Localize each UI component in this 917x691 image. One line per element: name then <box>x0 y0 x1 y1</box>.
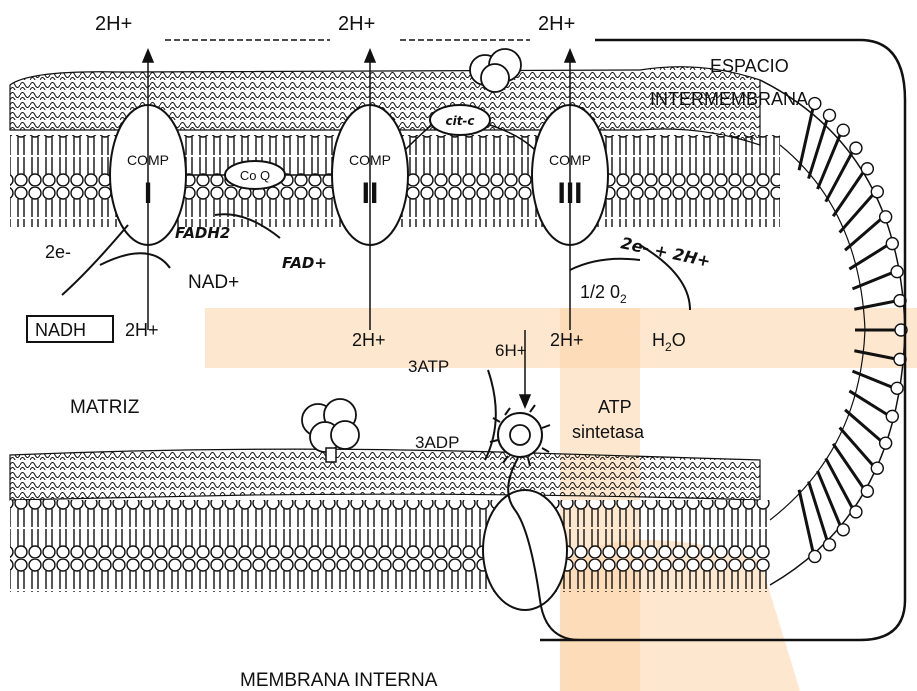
proton-label-top-3: 2H+ <box>538 13 575 35</box>
electrons-label-left: 2e- <box>45 242 71 262</box>
membrana-interna-label: MEMBRANA INTERNA <box>240 670 438 691</box>
svg-text:1/2 02: 1/2 02 <box>580 282 627 306</box>
lipid-tail <box>845 410 880 441</box>
svg-text:cit-c: cit-c <box>445 114 474 128</box>
nadh-label: NADH <box>35 320 86 340</box>
matriz-label: MATRIZ <box>70 397 140 418</box>
proton-synthase-label: 6H+ <box>495 341 527 360</box>
fad-label: FAD+ <box>282 254 327 272</box>
atp-output-label: 3ATP <box>408 357 449 376</box>
lipid-head <box>837 124 849 136</box>
intermembrana-label: INTERMEMBRANA <box>650 89 808 109</box>
lipid-head <box>809 98 821 110</box>
lipid-head <box>871 186 883 198</box>
lipid-head <box>850 506 862 518</box>
lipid-head <box>880 437 892 449</box>
lipid-head <box>886 410 898 422</box>
watermark-logo <box>205 308 917 691</box>
lipid-tail <box>849 391 886 414</box>
lipid-head <box>861 485 873 497</box>
lipid-tail <box>849 246 886 269</box>
atp-synthase-subtitle: sintetasa <box>572 422 645 442</box>
atp-synthase-title: ATP <box>598 397 632 417</box>
lipid-head <box>837 524 849 536</box>
nad-label: NAD+ <box>188 272 239 293</box>
proton-label-bottom-1: 2H+ <box>125 320 159 340</box>
lipid-head <box>850 142 862 154</box>
electrons-label-right: 2e- + 2H+ <box>619 233 712 271</box>
lipid-head <box>871 462 883 474</box>
lipid-head <box>891 382 903 394</box>
oxygen-label: 1/2 02 <box>580 282 627 306</box>
lipid-head <box>809 550 821 562</box>
proton-label-bottom-2: 2H+ <box>352 330 386 350</box>
lower-membrane <box>10 449 770 592</box>
lipid-head <box>880 211 892 223</box>
lipid-head <box>823 109 835 121</box>
espacio-label: ESPACIO <box>710 56 789 76</box>
lipid-tail <box>799 109 813 170</box>
svg-text:Co Q: Co Q <box>240 168 270 183</box>
proton-label-top-2: 2H+ <box>338 13 375 35</box>
lipid-head <box>823 539 835 551</box>
lipid-head <box>861 163 873 175</box>
lipid-head <box>891 266 903 278</box>
adp-input-label: 3ADP <box>415 433 459 452</box>
proton-label-bottom-3: 2H+ <box>550 330 584 350</box>
lipid-head <box>886 238 898 250</box>
lipid-tail <box>799 490 813 551</box>
lipid-tail <box>845 220 880 251</box>
proton-label-top-1: 2H+ <box>95 13 132 35</box>
fadh2-label: FADH2 <box>175 224 230 242</box>
